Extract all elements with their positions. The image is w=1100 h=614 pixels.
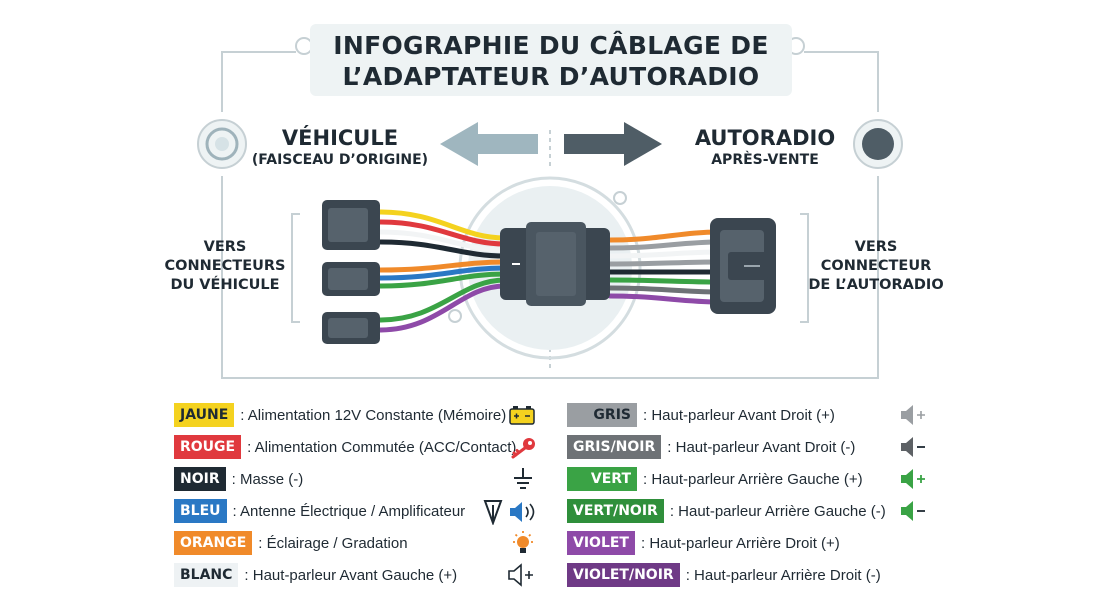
radio-side-label: VERS CONNECTEUR DE L’AUTORADIO [808, 238, 944, 295]
vehicle-header-subtitle: (FAISCEAU D’ORIGINE) [251, 152, 429, 168]
speaker-minus-icon [901, 501, 925, 521]
legend-tag: JAUNE [174, 403, 235, 427]
wire-green [377, 271, 508, 289]
legend-item-violet-noir: VIOLET/NOIR : Haut-parleur Arrière Droit… [567, 563, 881, 587]
legend-desc: : Haut-parleur Avant Droit (-) [667, 438, 856, 456]
legend-tag: VIOLET/NOIR [567, 563, 680, 587]
right-bracket [800, 213, 809, 323]
speaker-plus-icon [901, 405, 925, 425]
legend-tag: NOIR [174, 467, 226, 491]
wire-yellow [377, 209, 508, 241]
legend-tag: VIOLET [567, 531, 635, 555]
ground-icon [514, 468, 532, 489]
legend-item-orange: ORANGE : Éclairage / Gradation [174, 531, 408, 555]
radio-header-subtitle: APRÈS-VENTE [711, 152, 819, 168]
wire-white [377, 229, 508, 253]
wire-orange [377, 259, 508, 273]
legend-desc: : Haut-parleur Avant Droit (+) [643, 406, 835, 424]
frame-line-top-right [804, 51, 879, 112]
center-ring [458, 176, 642, 360]
legend-item-bleu: BLEU : Antenne Électrique / Amplificateu… [174, 499, 465, 523]
radio-side-line-2: CONNECTEUR [820, 258, 932, 274]
legend-desc: : Haut-parleur Arrière Gauche (-) [669, 502, 886, 520]
legend-desc: : Alimentation Commutée (ACC/Contact) [247, 438, 517, 456]
arrow-left-icon [440, 122, 538, 166]
legend-desc: : Haut-parleur Arrière Gauche (+) [643, 470, 863, 488]
wire-blue [377, 265, 508, 281]
legend-desc: : Alimentation 12V Constante (Mémoire) [240, 406, 507, 424]
legend-desc: : Haut-parleur Avant Gauche (+) [244, 566, 458, 584]
radio-side-line-3: DE L’AUTORADIO [808, 277, 944, 293]
antenna-speaker-icon [483, 500, 535, 525]
speaker-plus-icon [901, 469, 925, 489]
battery-icon [509, 406, 535, 425]
wire-green-2 [377, 277, 508, 323]
legend-tag: VERT/NOIR [567, 499, 664, 523]
title-box: INFOGRAPHIE DU CÂBLAGE DE L’ADAPTATEUR D… [310, 24, 792, 96]
legend-tag: ORANGE [174, 531, 253, 555]
legend-tag: GRIS [567, 403, 637, 427]
legend-tag: BLANC [174, 563, 239, 587]
frame-line-bottom [221, 176, 879, 379]
legend-desc: : Antenne Électrique / Amplificateur [232, 502, 466, 520]
legend-item-violet: VIOLET : Haut-parleur Arrière Droit (+) [567, 531, 840, 555]
title-line-2: L’ADAPTATEUR D’AUTORADIO [342, 62, 760, 91]
legend-desc: : Haut-parleur Arrière Droit (-) [685, 566, 881, 584]
frame-line-top-left [221, 51, 296, 112]
lightbulb-icon [513, 531, 533, 553]
ring-node [613, 191, 627, 205]
speaker-minus-icon [901, 437, 925, 457]
legend-tag: GRIS/NOIR [567, 435, 662, 459]
vehicle-side-line-1: VERS [203, 239, 247, 255]
vehicle-side-line-3: DU VÉHICULE [170, 277, 280, 293]
legend-desc: : Haut-parleur Arrière Droit (+) [640, 534, 840, 552]
legend-item-vert: VERT : Haut-parleur Arrière Gauche (+) [567, 467, 863, 491]
legend-tag: VERT [567, 467, 637, 491]
key-icon [511, 438, 535, 459]
vehicle-header-title: VÉHICULE [281, 126, 399, 150]
left-bracket [291, 213, 300, 323]
legend-item-blanc: BLANC : Haut-parleur Avant Gauche (+) [174, 563, 457, 587]
wire-black [377, 239, 508, 259]
radio-header-title: AUTORADIO [694, 126, 836, 150]
vehicle-header: VÉHICULE (FAISCEAU D’ORIGINE) [250, 126, 430, 170]
legend-item-noir: NOIR : Masse (-) [174, 467, 303, 491]
vehicle-side-line-2: CONNECTEURS [164, 258, 286, 274]
ring-node-2 [448, 309, 462, 323]
legend-item-vert-noir: VERT/NOIR : Haut-parleur Arrière Gauche … [567, 499, 886, 523]
legend-item-gris: GRIS : Haut-parleur Avant Droit (+) [567, 403, 835, 427]
legend-tag: BLEU [174, 499, 227, 523]
wiring-harness [322, 200, 776, 344]
arrow-right-icon [564, 122, 662, 166]
legend-item-jaune: JAUNE : Alimentation 12V Constante (Mémo… [174, 403, 506, 427]
legend-desc: : Masse (-) [231, 470, 304, 488]
title-line-1: INFOGRAPHIE DU CÂBLAGE DE [333, 31, 769, 60]
radio-connector [710, 218, 776, 314]
legend-tag: ROUGE [174, 435, 242, 459]
wire-violet [377, 283, 508, 333]
radio-header: AUTORADIO APRÈS-VENTE [680, 126, 850, 170]
legend-desc: : Éclairage / Gradation [258, 534, 408, 552]
radio-side-line-1: VERS [854, 239, 898, 255]
adapter-module [500, 222, 610, 306]
vehicle-side-label: VERS CONNECTEURS DU VÉHICULE [160, 238, 290, 295]
speaker-plus-icon [508, 563, 533, 587]
vehicle-connectors [322, 200, 380, 344]
legend-item-gris-noir: GRIS/NOIR : Haut-parleur Avant Droit (-) [567, 435, 855, 459]
legend-item-rouge: ROUGE : Alimentation Commutée (ACC/Conta… [174, 435, 516, 459]
wire-red [377, 219, 508, 247]
